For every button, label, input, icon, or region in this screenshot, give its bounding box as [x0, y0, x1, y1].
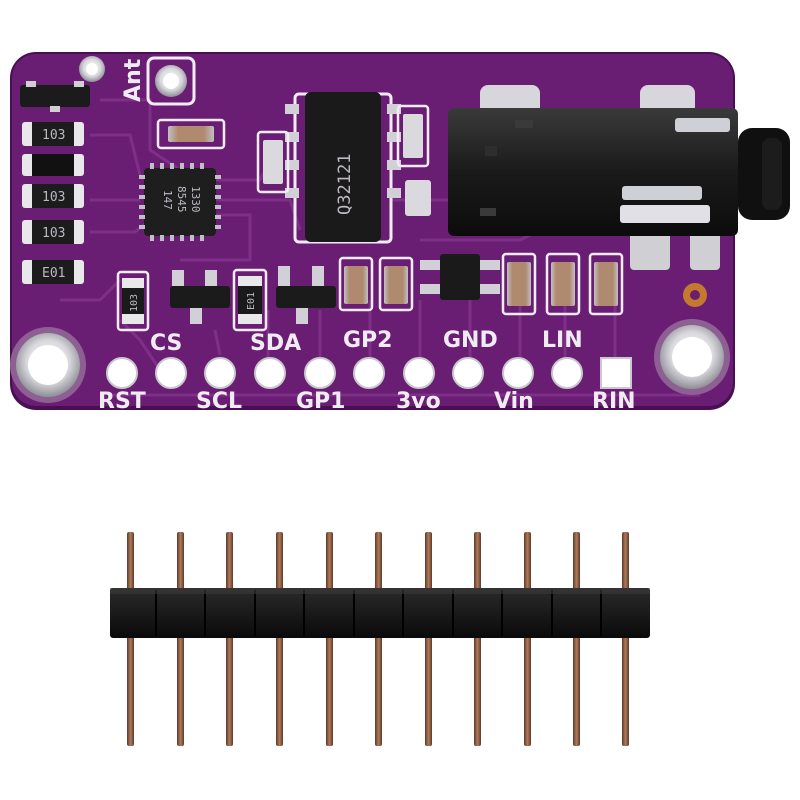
pin-label-cs: CS [150, 331, 182, 356]
resistor-label: 103 [42, 190, 65, 205]
via-small [79, 56, 105, 82]
smd-cap [405, 180, 431, 216]
smd-cap-small [156, 118, 226, 150]
main-ic: 1330 8545 147 [139, 163, 221, 241]
regulator-ic: Q32121 [285, 92, 401, 244]
mounting-hole-left [10, 327, 86, 403]
header-pins [127, 532, 629, 746]
audio-jack [448, 85, 790, 270]
resistor-label: 103 [42, 128, 65, 143]
pin-header [110, 532, 650, 746]
resistor-column: 103 103 103 E01 [22, 122, 84, 284]
header-plastic [110, 588, 650, 638]
pcb-board: Ant 103 103 [10, 52, 790, 414]
ic-marking: 1330 [189, 186, 202, 213]
resistor-label: 103 [129, 294, 140, 312]
smd-transistor-top [20, 81, 90, 112]
lower-components: 103 E01 [116, 252, 624, 332]
mounting-hole-right [654, 319, 730, 395]
resistor-label: E01 [246, 292, 257, 310]
resistor-label: E01 [42, 266, 65, 281]
pin-labels-bottom: RST SCL GP1 3vo Vin RIN [98, 389, 636, 414]
antenna-pad [146, 56, 196, 106]
pin-label-gp1: GP1 [296, 389, 346, 414]
pin-label-scl: SCL [196, 389, 242, 414]
ic-marking: Q32121 [335, 154, 355, 215]
pin-label-rst: RST [98, 389, 146, 414]
pin-label-gp2: GP2 [343, 328, 393, 353]
pin-label-vin: Vin [494, 389, 534, 414]
ic-marking: 147 [161, 190, 174, 210]
pin-label-sda: SDA [250, 331, 301, 356]
pin-labels-top: CS SDA GP2 GND LIN [150, 328, 583, 356]
pin-label-rin: RIN [592, 389, 636, 414]
pin-label-lin: LIN [542, 328, 583, 353]
ic-marking: 8545 [175, 186, 188, 213]
smd-cap [396, 104, 430, 168]
antenna-label: Ant [121, 58, 146, 102]
resistor-label: 103 [42, 226, 65, 241]
header-pads [106, 357, 632, 389]
pin-label-3vo: 3vo [396, 389, 441, 414]
smd-cap [256, 130, 290, 194]
pin-label-gnd: GND [443, 328, 498, 353]
via-gnd [683, 283, 707, 307]
